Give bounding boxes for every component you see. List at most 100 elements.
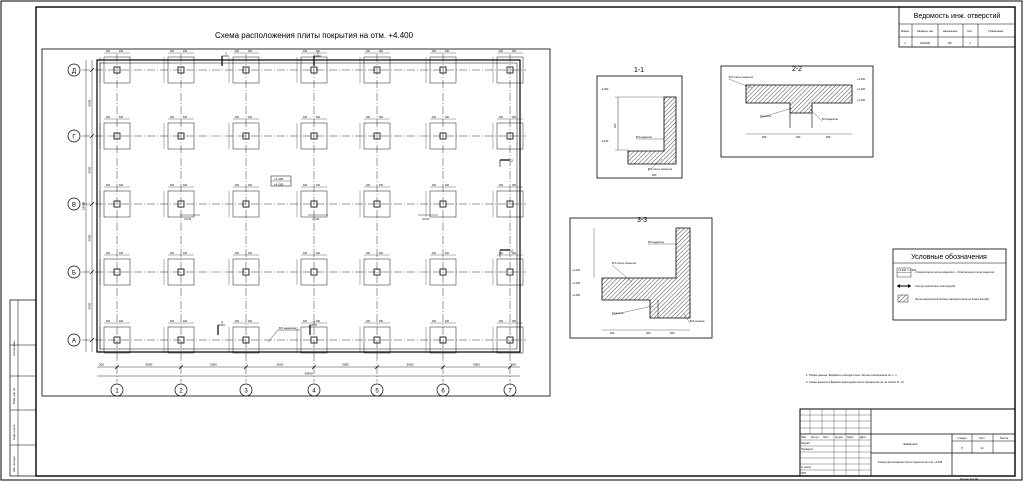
side-stamp-label-4: Взам. инв. №: [12, 388, 16, 404]
tb-stage-v: Р: [961, 446, 963, 450]
column: [177, 336, 185, 344]
openings-col-mark: Марка: [901, 29, 909, 33]
column-capital: [363, 326, 391, 354]
cap-dim-label: 400: [235, 116, 240, 119]
column-capital: [167, 326, 195, 354]
tb-col-sign: Подп.: [847, 435, 854, 439]
slope-label: i=0.02: [184, 217, 192, 221]
axis-bubble-7: [503, 383, 517, 397]
cap-dim-label: 400: [316, 184, 321, 187]
openings-row-size: 200х200: [920, 41, 931, 45]
tb-list-h: Лист: [979, 436, 985, 440]
cap-dim-label: 400: [170, 252, 175, 255]
cap-dim-label: 400: [106, 116, 111, 119]
edge-dim-right: 500: [511, 363, 516, 367]
cap-dim-label: 400: [248, 320, 253, 323]
axis-bubble-Г: [67, 129, 81, 143]
dim-tick: [89, 133, 95, 139]
cap-dim-label: 400: [432, 50, 437, 53]
column: [439, 200, 447, 208]
cap-dim-label: 400: [235, 184, 240, 187]
column: [439, 336, 447, 344]
leader-line: [267, 329, 279, 343]
slope-label: i=0.02: [312, 217, 320, 221]
column: [177, 66, 185, 74]
column: [242, 132, 250, 140]
axis-label-3: 3: [244, 388, 248, 394]
cap-dim-label: 400: [445, 252, 450, 255]
cap-dim-label: 400: [379, 252, 384, 255]
axis-bubble-1: [110, 383, 124, 397]
column: [242, 268, 250, 276]
column-capital: [167, 258, 195, 286]
cap-dim-label: 400: [366, 320, 371, 323]
cap-dim-label: 400: [303, 320, 308, 323]
column: [242, 336, 250, 344]
axis-bubble-6: [436, 383, 450, 397]
column: [506, 66, 514, 74]
column: [373, 200, 381, 208]
tb-col-date: Дата: [860, 435, 866, 439]
section-1-1: 1-1 400 -4.300 -4.100 В.5 надколон В.5 п…: [596, 67, 683, 179]
leader-note: В.5 надколон: [279, 326, 297, 330]
cap-dim-label: 400: [499, 116, 504, 119]
column-capital: [300, 122, 328, 150]
section-2-label-3: В.5 надколон: [822, 117, 839, 121]
column-capital: [363, 56, 391, 84]
dim-tick: [89, 337, 95, 343]
column-capital: [496, 122, 524, 150]
dim-tick: [89, 269, 95, 275]
column-capital: [103, 122, 131, 150]
section-3-label-4: В.5 колонна: [690, 319, 705, 323]
column-capital: [103, 258, 131, 286]
dim-tick: [374, 364, 380, 370]
column-capital: [232, 326, 260, 354]
axis-label-2: 2: [179, 388, 183, 394]
cap-dim-label: 400: [499, 252, 504, 255]
cap-dim-label: 400: [303, 184, 308, 187]
column-capital: [167, 56, 195, 84]
section-3-elev-1: +4.400: [572, 268, 581, 272]
cap-dim-label: 400: [316, 116, 321, 119]
section-2-elev-3: +4.100: [857, 98, 866, 102]
dim-tick: [114, 364, 120, 370]
openings-table-title: Ведомость инж. отверстий: [914, 12, 1001, 20]
column-capital: [167, 122, 195, 150]
column: [177, 268, 185, 276]
section-1-dim-1: 400: [613, 123, 617, 128]
column: [113, 200, 121, 208]
section-cut-label: 3: [221, 321, 223, 325]
cap-dim-label: 400: [499, 50, 504, 53]
openings-row-qty: 3: [969, 41, 971, 45]
cap-dim-label: 400: [106, 184, 111, 187]
cap-dim-label: 400: [316, 50, 321, 53]
cap-dim-label: 400: [119, 116, 124, 119]
cap-dim-label: 400: [106, 50, 111, 53]
cap-dim-label: 400: [379, 320, 384, 323]
column: [439, 268, 447, 276]
column-capital: [496, 56, 524, 84]
cap-dim-label: 400: [316, 320, 321, 323]
section-3-title: 3-3: [637, 217, 647, 224]
cap-dim-label: 400: [445, 50, 450, 53]
section-3-dim-1: 600: [610, 331, 615, 335]
cap-dim-label: 400: [512, 184, 517, 187]
column-capital: [496, 326, 524, 354]
cap-dim-label: 400: [366, 252, 371, 255]
column: [439, 66, 447, 74]
cap-dim-label: 400: [316, 252, 321, 255]
section-cut-label: 2: [511, 159, 513, 163]
column: [373, 268, 381, 276]
column: [310, 200, 318, 208]
column-capital: [103, 56, 131, 84]
cap-dim-label: 400: [170, 116, 175, 119]
cap-dim-label: 400: [248, 50, 253, 53]
tb-role-4: Н. контр.: [801, 465, 812, 469]
column-capital: [232, 190, 260, 218]
column-capital: [232, 56, 260, 84]
sheet-inner-frame: [35, 6, 1016, 477]
dim-tick: [243, 364, 249, 370]
section-cut-label: 1: [225, 52, 227, 56]
column: [113, 132, 121, 140]
legend-item-2-text: - Контур монолитных конструкций: [914, 284, 955, 288]
